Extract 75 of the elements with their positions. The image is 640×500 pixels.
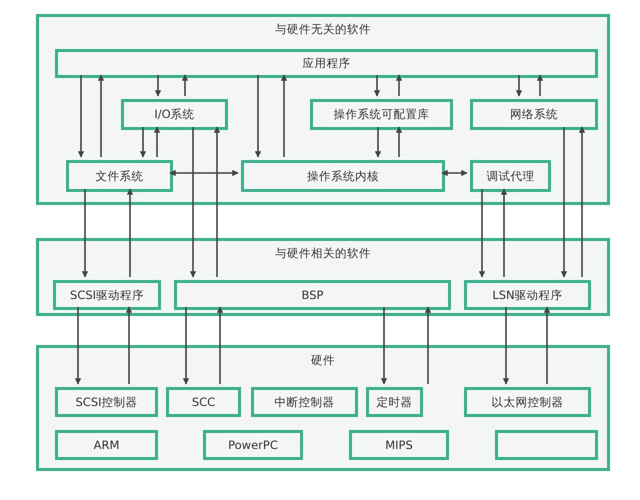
module-box bbox=[310, 99, 453, 130]
arrow bbox=[140, 127, 146, 158]
arrow bbox=[536, 74, 544, 96]
arrow bbox=[478, 189, 486, 278]
arrow bbox=[544, 306, 550, 384]
module-box bbox=[166, 387, 241, 417]
module-box bbox=[174, 280, 451, 310]
module-label: SCC bbox=[192, 395, 216, 409]
module-box bbox=[203, 430, 303, 460]
module-box bbox=[470, 99, 598, 130]
module-label: 应用程序 bbox=[302, 56, 350, 71]
arrow bbox=[126, 306, 132, 384]
layer-panel bbox=[36, 345, 610, 471]
arrow bbox=[254, 75, 262, 158]
arrow bbox=[74, 307, 82, 385]
module-label: PowerPC bbox=[228, 438, 278, 452]
module-label: 操作系统可配置库 bbox=[334, 107, 430, 122]
module-label: SCSI控制器 bbox=[75, 394, 138, 410]
module-label: LSN驱动程序 bbox=[492, 288, 563, 302]
module-label: I/O系统 bbox=[154, 107, 195, 122]
module-box bbox=[55, 387, 158, 417]
module-box bbox=[121, 99, 228, 130]
arrow bbox=[516, 75, 522, 97]
module-label: BSP bbox=[302, 288, 324, 302]
arrow bbox=[126, 188, 134, 277]
module-box bbox=[241, 160, 445, 192]
module-label: ARM bbox=[94, 438, 120, 452]
layer-title: 与硬件相关的软件 bbox=[274, 246, 372, 261]
arrow bbox=[280, 74, 288, 157]
arrow bbox=[190, 127, 196, 278]
module-box bbox=[66, 160, 173, 192]
layer-title: 硬件 bbox=[310, 353, 336, 368]
arrow bbox=[374, 75, 380, 97]
module-box bbox=[55, 49, 598, 78]
arrow bbox=[82, 189, 88, 278]
arrow bbox=[560, 127, 568, 278]
arrow bbox=[578, 126, 586, 277]
arrow bbox=[182, 74, 188, 96]
module-label: 网络系统 bbox=[510, 107, 558, 122]
arrow bbox=[396, 126, 402, 157]
module-box bbox=[366, 387, 423, 417]
arrow bbox=[396, 74, 402, 96]
arrow bbox=[216, 306, 224, 384]
arrow bbox=[214, 126, 220, 277]
layer-panel bbox=[36, 238, 610, 316]
module-box bbox=[55, 430, 158, 460]
layer-panel bbox=[36, 14, 610, 205]
module-label: SCSI驱动程序 bbox=[70, 288, 144, 302]
empty-box bbox=[495, 430, 598, 460]
module-label: 中断控制器 bbox=[274, 394, 334, 410]
module-box bbox=[464, 280, 591, 310]
arrow bbox=[441, 170, 468, 176]
arrow bbox=[169, 170, 239, 176]
arrow bbox=[98, 74, 104, 157]
module-box bbox=[53, 280, 161, 310]
arrow bbox=[374, 127, 382, 158]
arrow bbox=[380, 307, 388, 385]
module-label: 定时器 bbox=[376, 394, 412, 410]
layer-title: 与硬件无关的软件 bbox=[274, 22, 372, 37]
module-box bbox=[464, 387, 591, 417]
module-box bbox=[470, 160, 551, 192]
module-label: 调试代理 bbox=[486, 168, 534, 184]
module-label: 操作系统内核 bbox=[307, 168, 379, 184]
module-label: 以太网控制器 bbox=[492, 394, 564, 410]
arrow bbox=[182, 307, 190, 385]
arrow bbox=[500, 188, 508, 277]
module-box bbox=[251, 387, 358, 417]
module-label: 文件系统 bbox=[96, 168, 144, 184]
arrow bbox=[502, 307, 510, 385]
module-box bbox=[349, 430, 449, 460]
arrow bbox=[154, 75, 162, 97]
arrow bbox=[78, 75, 84, 158]
module-label: MIPS bbox=[385, 438, 413, 452]
arrow bbox=[424, 306, 432, 384]
arrow bbox=[154, 126, 160, 157]
